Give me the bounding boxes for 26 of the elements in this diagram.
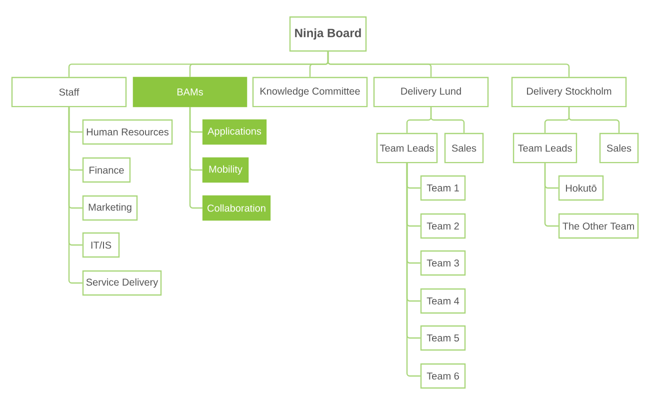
board-box: Ninja Board xyxy=(289,16,367,52)
highlighted-box: Applications xyxy=(202,119,267,145)
org-box: Finance xyxy=(82,157,131,183)
org-box: Team 3 xyxy=(420,250,466,276)
org-box: Delivery Stockholm xyxy=(511,76,627,108)
org-box: Sales xyxy=(444,132,484,164)
org-box: Staff xyxy=(11,76,127,108)
org-box: Service Delivery xyxy=(82,270,162,296)
highlighted-box: Collaboration xyxy=(202,195,271,221)
org-box: Team Leads xyxy=(512,132,578,164)
highlighted-box: BAMs xyxy=(132,76,248,108)
org-box: Human Resources xyxy=(82,119,173,145)
org-box: Team 2 xyxy=(420,213,466,239)
highlighted-box: Mobility xyxy=(202,157,249,183)
org-box: Team 5 xyxy=(420,325,466,351)
org-box: The Other Team xyxy=(558,213,639,239)
org-box: Delivery Lund xyxy=(373,76,489,108)
org-box: Team 4 xyxy=(420,288,466,314)
org-box: Hokutō xyxy=(558,175,604,201)
org-box: Team 6 xyxy=(420,363,466,389)
org-box: Team Leads xyxy=(376,132,438,164)
org-box: Sales xyxy=(599,132,639,164)
org-box: Team 1 xyxy=(420,175,466,201)
org-box: Marketing xyxy=(82,195,138,221)
org-box: Knowledge Committee xyxy=(252,76,368,108)
org-box: IT/IS xyxy=(82,232,120,258)
